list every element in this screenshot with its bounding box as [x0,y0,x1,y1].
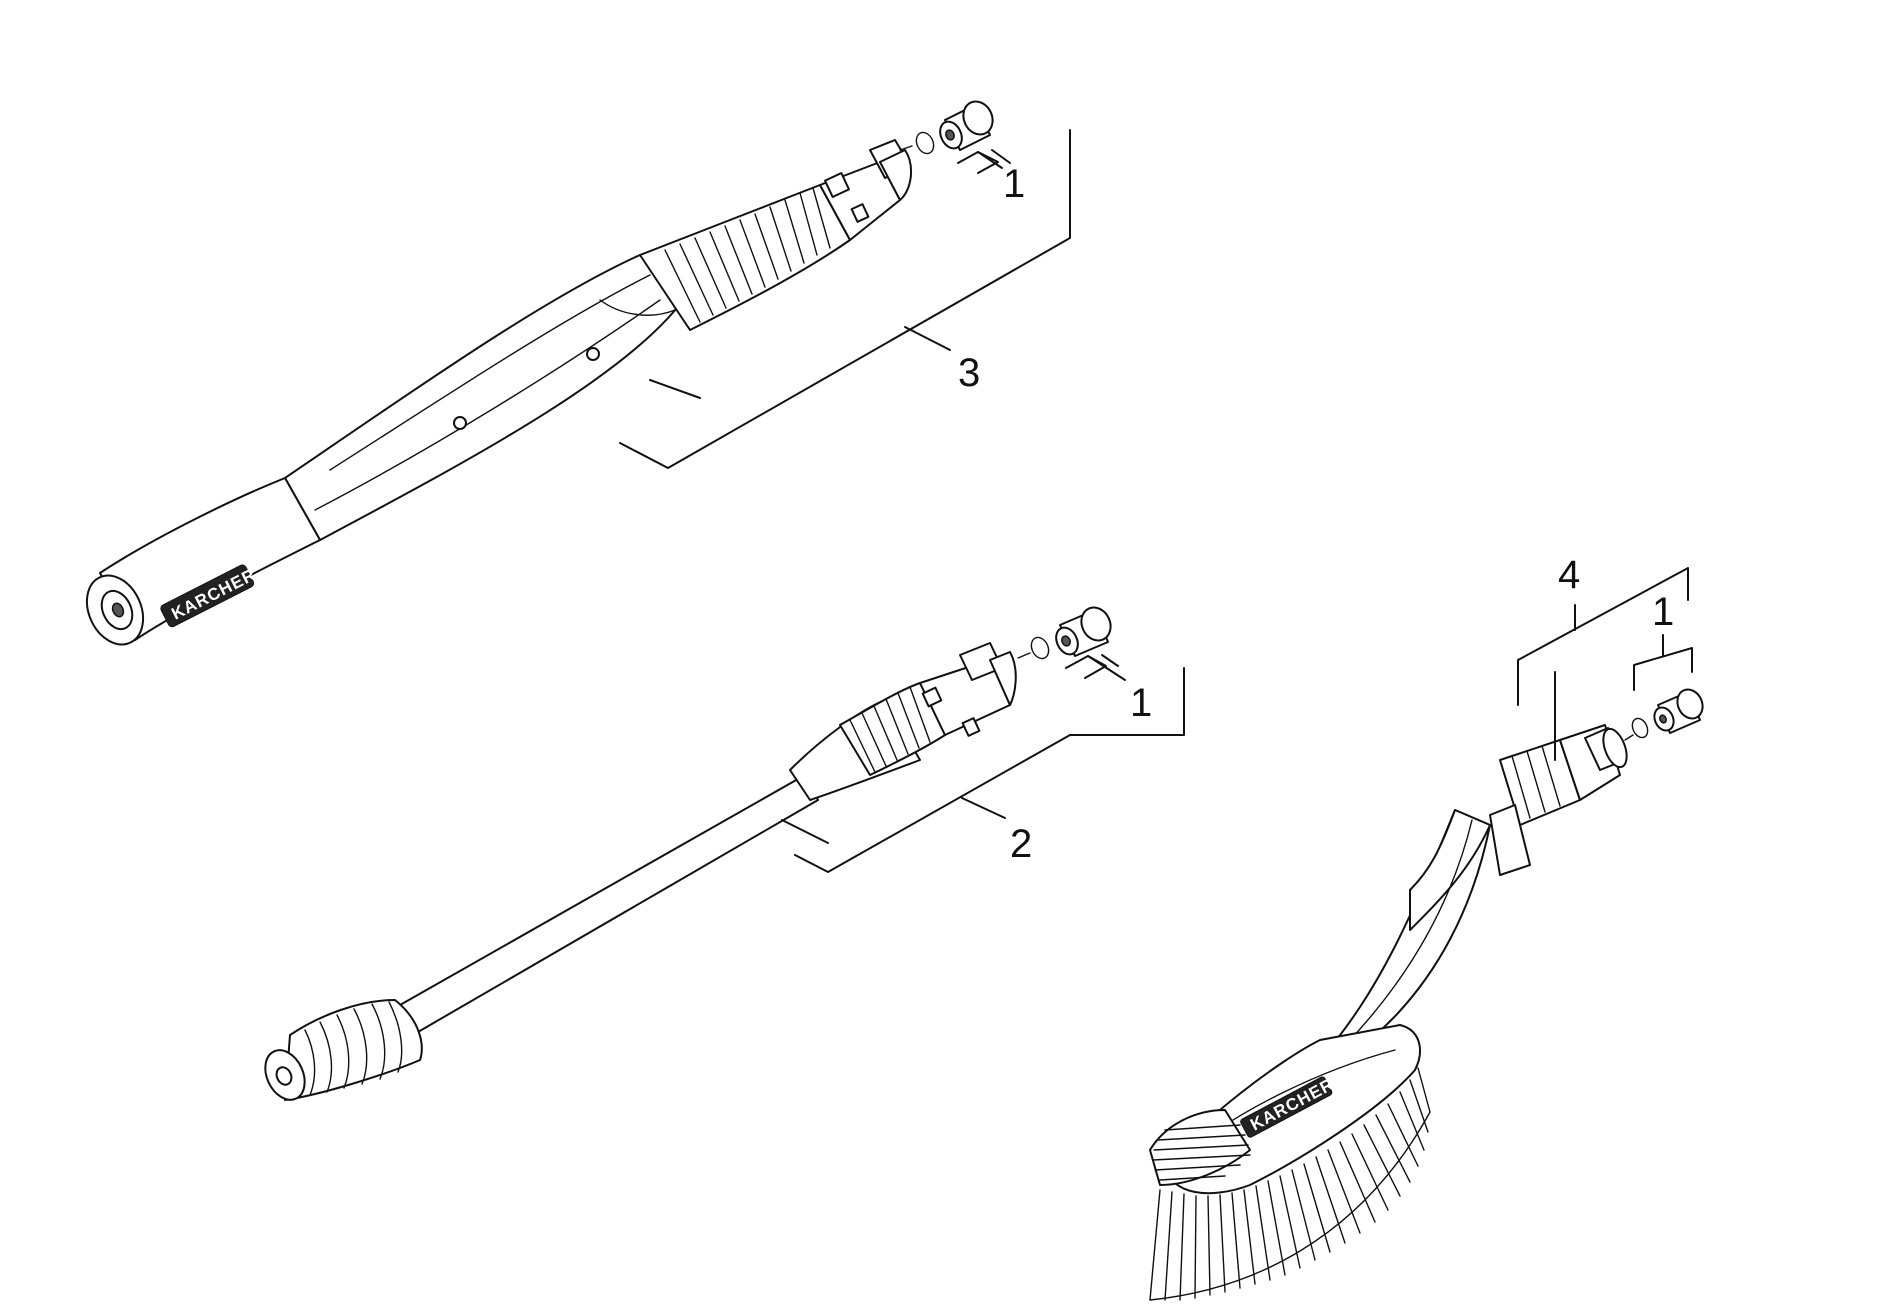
callout-label-1-middle: 1 [1130,681,1152,725]
brush-collar-ribs [1511,745,1561,819]
brush-brand-plate [1240,1076,1333,1138]
lance-2: 1 2 [264,606,1185,1101]
brand-plate [160,564,255,628]
callout-bracket-1-middle [1065,655,1107,679]
callout-bracket-1-top [957,151,999,174]
callout-label-1-brush: 1 [1652,590,1674,634]
bristles [1149,1067,1431,1301]
grip-ribs-middle [849,686,931,773]
callout-label-1-top: 1 [1003,162,1025,206]
callout-bracket-4 [1517,567,1689,706]
brush-tip-hatching [1152,1124,1251,1181]
grip-ribs-top [664,187,831,323]
lance-3: KARCHER 1 3 [85,100,1071,646]
wash-brush-4: KARCHER [1149,553,1704,1301]
callout-label-2: 2 [1010,822,1032,866]
callout-label-4: 4 [1558,553,1580,597]
callout-label-3: 3 [958,351,980,395]
rotor-ribs [304,1001,403,1096]
callout-bracket-2 [794,667,1185,873]
callout-bracket-3 [619,129,1071,469]
